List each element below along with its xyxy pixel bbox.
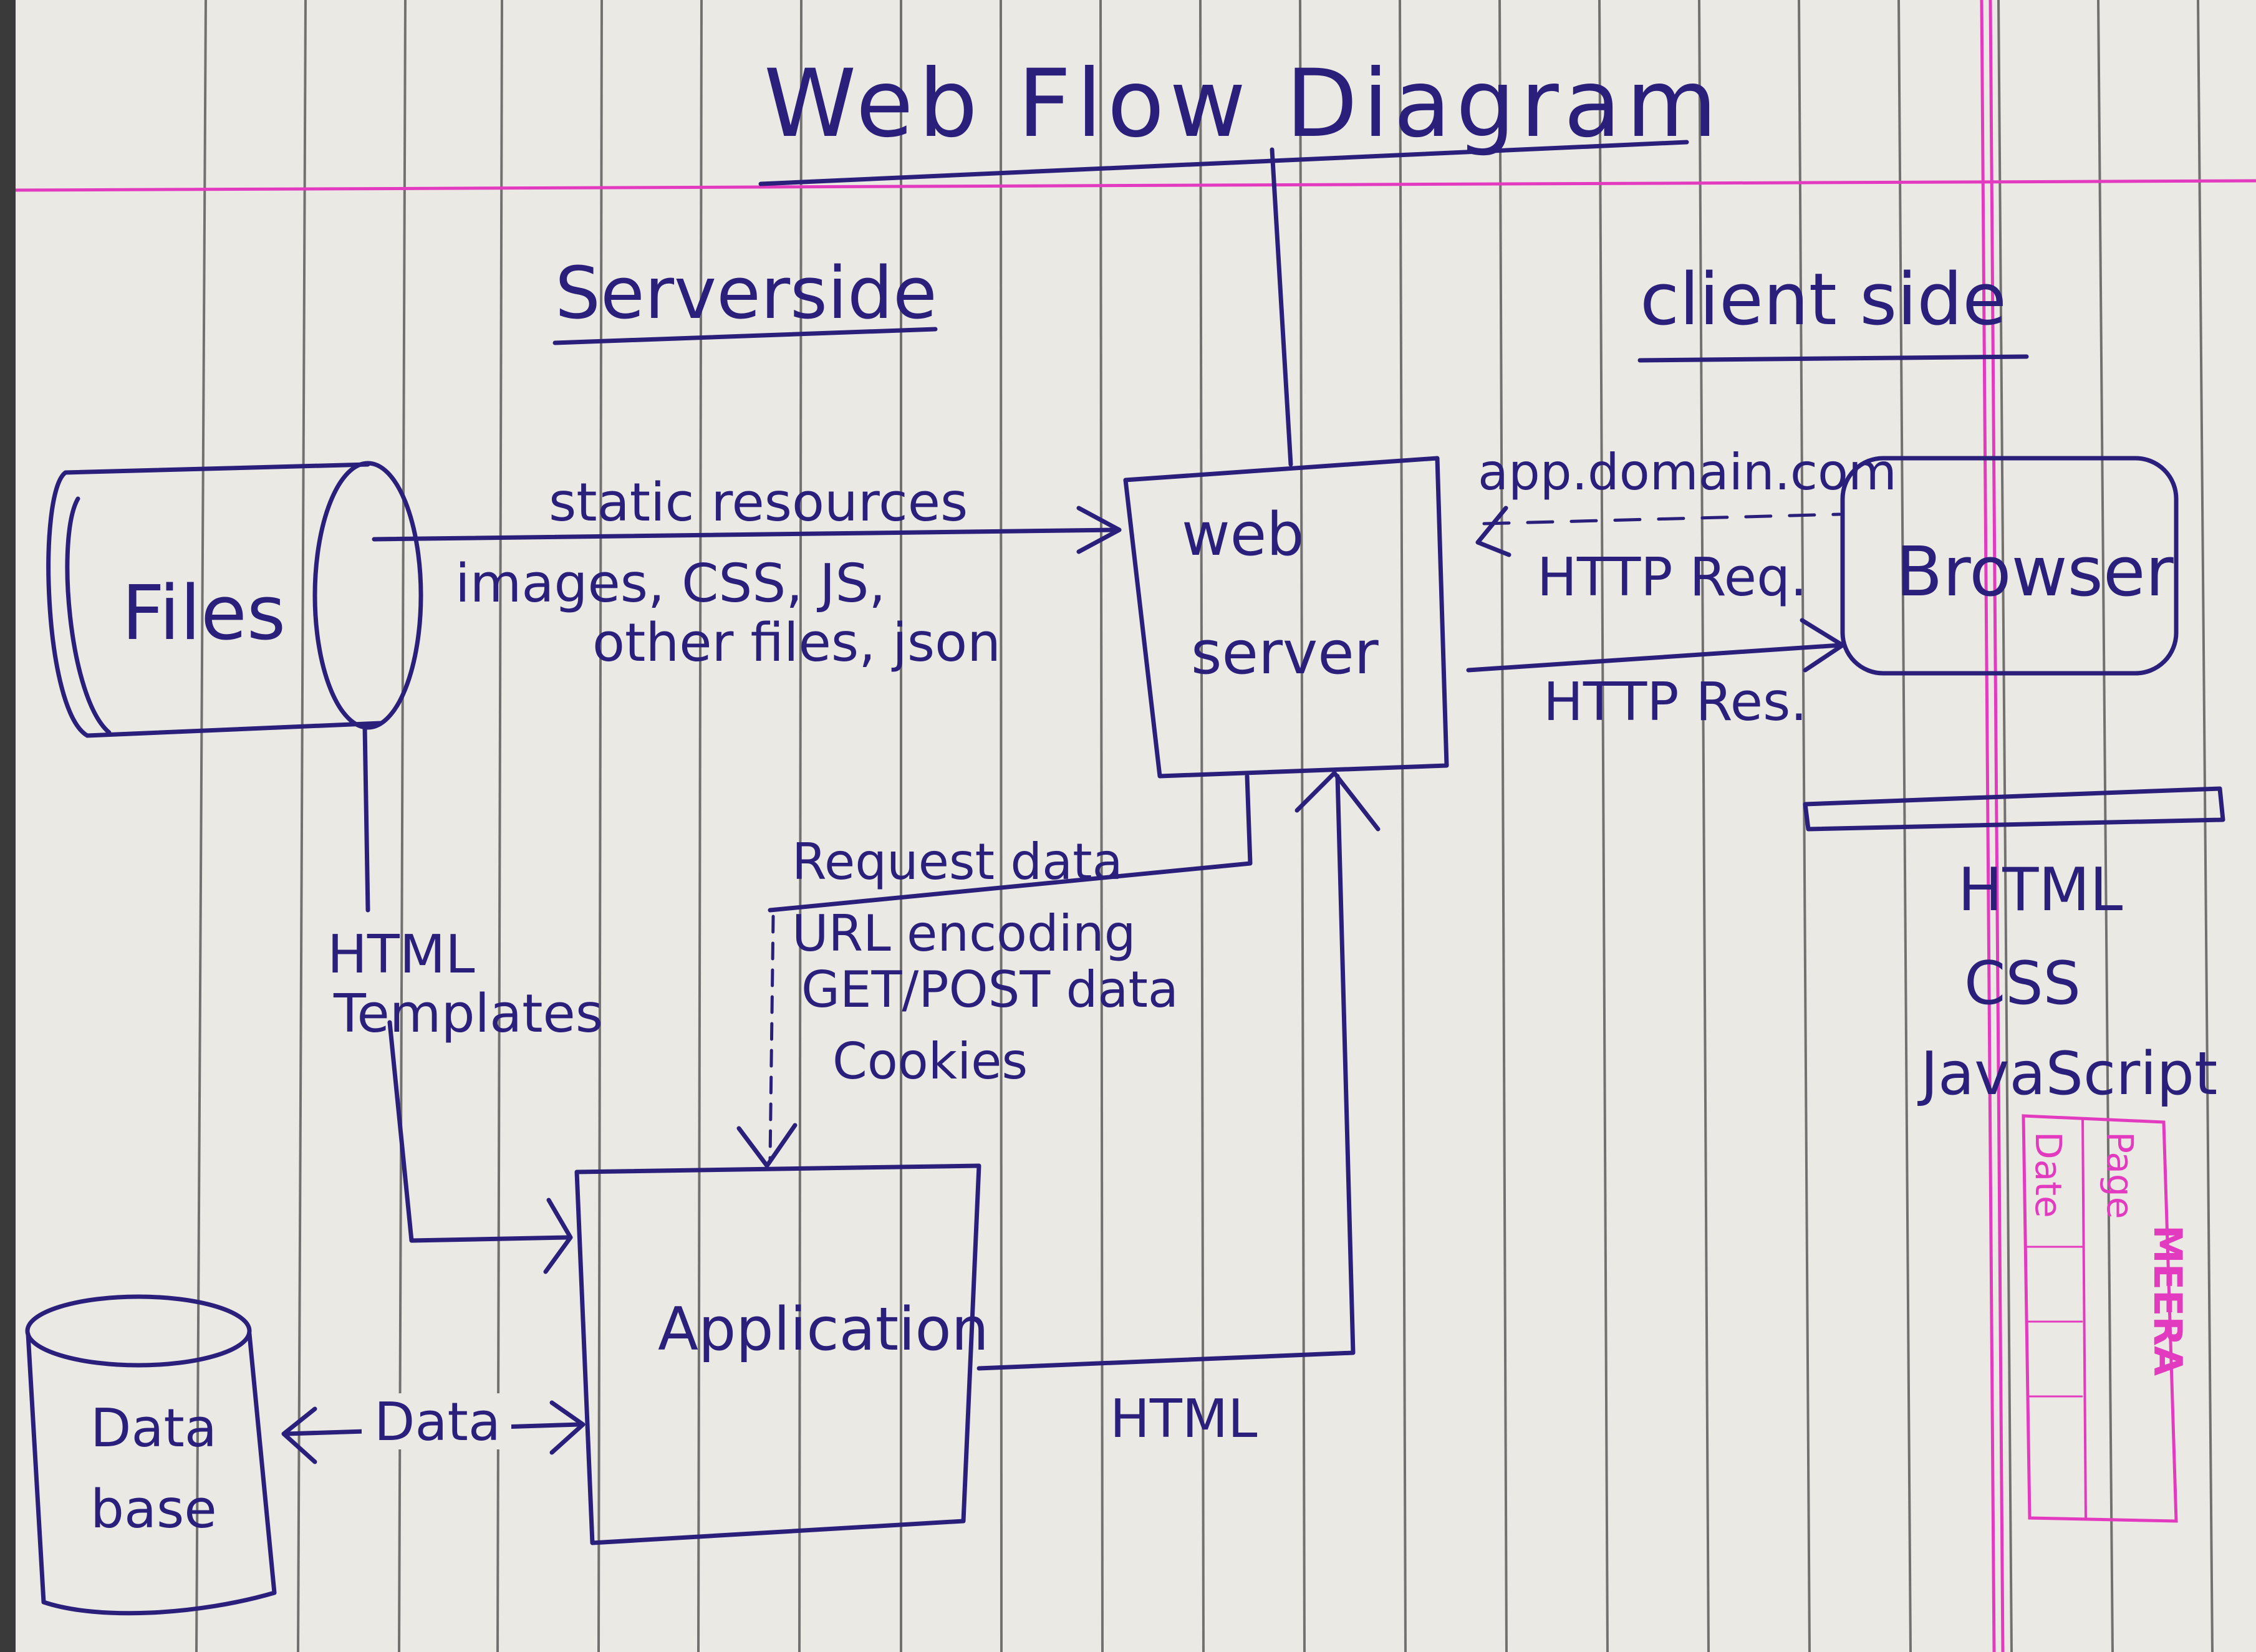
http-res-label: HTTP Res. bbox=[1543, 671, 1807, 733]
edge-data: Data bbox=[281, 1391, 586, 1464]
request-data-line3: GET/POST data bbox=[801, 961, 1179, 1019]
edge-http-response: HTTP Res. bbox=[1466, 618, 1845, 733]
http-res-arrowhead bbox=[1800, 618, 1845, 673]
database-body bbox=[26, 1332, 277, 1616]
files-label: Files bbox=[122, 570, 286, 657]
notebook-stamp: Page Date MEERA bbox=[2022, 1114, 2191, 1523]
stamp-date-label: Date bbox=[2027, 1131, 2070, 1218]
server-side-label: Serverside bbox=[555, 252, 937, 335]
database-label-line2: base bbox=[90, 1479, 217, 1540]
static-resources-label: static resources bbox=[549, 472, 968, 534]
files-cylinder-end bbox=[312, 461, 423, 730]
browser-node: Browser bbox=[1840, 456, 2179, 676]
data-label-bg bbox=[362, 1393, 511, 1449]
request-data-bracket bbox=[768, 774, 1253, 913]
data-label: Data bbox=[374, 1391, 501, 1453]
web-server-label-line2: server bbox=[1191, 619, 1379, 688]
edge-html-response: HTML bbox=[976, 771, 1381, 1450]
html-templates-label-line2: Templates bbox=[333, 983, 603, 1045]
database-node: Data base bbox=[25, 1294, 277, 1616]
domain-label: app.domain.com bbox=[1478, 443, 1897, 501]
client-side-label: client side bbox=[1640, 258, 2007, 342]
web-server-label-line1: web bbox=[1182, 501, 1304, 569]
client-tech-html: HTML bbox=[1958, 856, 2123, 924]
request-data-line4: Cookies bbox=[832, 1032, 1028, 1090]
html-response-arrowhead bbox=[1294, 771, 1381, 832]
web-server-node: web server bbox=[1123, 456, 1449, 779]
request-data-dashed-line bbox=[768, 915, 775, 1161]
request-data-line1: Request data bbox=[792, 833, 1123, 891]
static-detail-line1: images, CSS, JS, bbox=[455, 553, 885, 615]
application-box bbox=[574, 1163, 981, 1545]
templates-arrow-path bbox=[387, 1020, 570, 1243]
browser-label: Browser bbox=[1896, 532, 2174, 612]
diagram-title: Web Flow Diagram bbox=[764, 50, 1722, 158]
edge-http-request: app.domain.com HTTP Req. bbox=[1475, 443, 1897, 608]
http-res-arrow-line bbox=[1466, 643, 1842, 673]
client-side-underline bbox=[1637, 354, 2029, 363]
stamp-divider bbox=[2081, 1118, 2087, 1519]
edge-static-resources: static resources images, CSS, JS, other … bbox=[372, 472, 1122, 674]
data-arrowhead-left bbox=[281, 1406, 317, 1464]
http-req-dashed-line bbox=[1482, 512, 1841, 526]
data-arrowhead-right bbox=[549, 1400, 586, 1455]
static-resources-arrow-line bbox=[372, 527, 1119, 542]
stamp-box bbox=[2022, 1114, 2178, 1523]
database-label-line1: Data bbox=[90, 1398, 217, 1459]
browser-box bbox=[1840, 456, 2179, 676]
static-resources-arrowhead bbox=[1076, 506, 1122, 554]
title-to-webserver-line bbox=[1270, 147, 1293, 467]
files-cylinder-rim bbox=[65, 496, 112, 735]
application-label: Application bbox=[658, 1295, 989, 1364]
request-data-line2: URL encoding bbox=[792, 905, 1135, 963]
request-data-arrowhead bbox=[736, 1123, 798, 1168]
files-cylinder-body bbox=[46, 462, 383, 738]
stamp-page-label: Page bbox=[2099, 1131, 2141, 1219]
application-node: Application bbox=[574, 1163, 989, 1545]
templates-line-down bbox=[362, 724, 370, 913]
edge-html-templates: HTML Templates bbox=[327, 724, 603, 1274]
files-node: Files bbox=[46, 461, 423, 738]
client-tech-css: CSS bbox=[1964, 949, 2081, 1018]
ruled-lines bbox=[195, 0, 2214, 1652]
static-detail-line2: other files, json bbox=[592, 612, 1001, 674]
stamp-brand: MEERA bbox=[2145, 1225, 2191, 1376]
html-templates-label-line1: HTML bbox=[327, 924, 475, 986]
http-req-arrowhead bbox=[1475, 506, 1511, 557]
http-req-label: HTTP Req. bbox=[1537, 547, 1807, 608]
database-top bbox=[25, 1294, 252, 1368]
html-response-path bbox=[976, 774, 1356, 1371]
templates-arrowhead bbox=[543, 1198, 573, 1274]
server-side-underline bbox=[552, 327, 938, 345]
web-server-box bbox=[1123, 456, 1449, 779]
edge-request-data: Request data URL encoding GET/POST data … bbox=[736, 774, 1253, 1168]
browser-base-bar bbox=[1803, 786, 2225, 832]
client-tech-javascript: JavaScript bbox=[1917, 1040, 2217, 1108]
title-underline bbox=[758, 140, 1689, 186]
html-response-label: HTML bbox=[1110, 1388, 1258, 1450]
